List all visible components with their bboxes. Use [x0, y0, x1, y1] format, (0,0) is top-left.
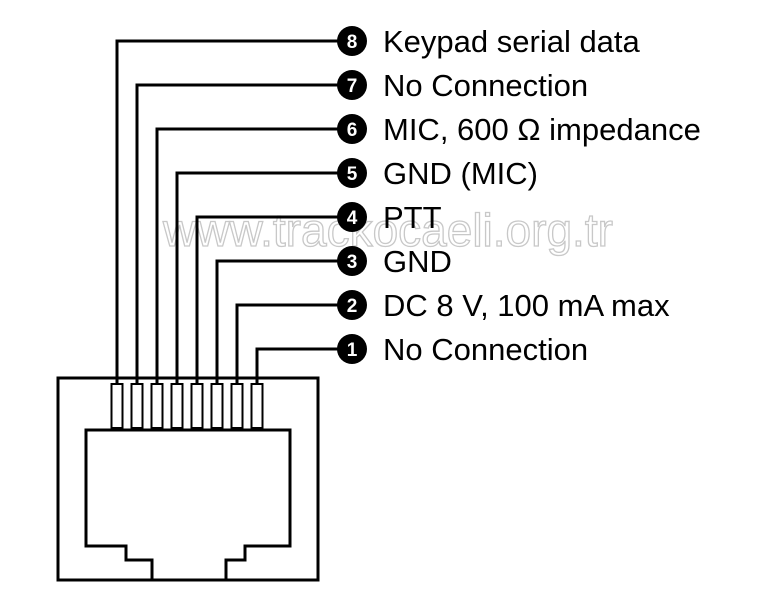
pin-1-number: 1 [347, 340, 358, 361]
pin-4-badge [337, 202, 367, 232]
pin-2-number: 2 [347, 296, 358, 317]
pin-3-number: 3 [347, 252, 358, 273]
pin-5-label: GND (MIC) [383, 156, 538, 191]
wire-pin-6 [155, 127, 352, 384]
pin-6-label: MIC, 600 Ω impedance [383, 112, 701, 147]
pin-2-badge [337, 290, 367, 320]
pin-4-label: PTT [383, 200, 442, 235]
wire-pin-7 [135, 83, 352, 384]
pin-5-badge [337, 158, 367, 188]
pin-8-label: Keypad serial data [383, 24, 641, 59]
contact-pin-8 [110, 383, 124, 429]
contact-pin-4 [190, 383, 204, 429]
contact-pin-1 [250, 383, 264, 429]
pin-8-number: 8 [347, 32, 358, 53]
wire-pin-2 [235, 303, 352, 384]
contact-pin-2 [230, 383, 244, 429]
contact-pin-5 [170, 383, 184, 429]
pin-7-number: 7 [347, 76, 358, 97]
callouts-group: 1 No Connection 2 DC 8 V, 100 mA max 3 GND 4 PT… [337, 24, 701, 367]
pin-2-label: DC 8 V, 100 mA max [383, 288, 670, 323]
pin-7-badge [337, 70, 367, 100]
contact-pin-6 [150, 383, 164, 429]
wires-group [115, 39, 352, 384]
contact-pin-3 [210, 383, 224, 429]
pin-4-number: 4 [347, 208, 358, 229]
pin-8-badge [337, 26, 367, 56]
pin-5-number: 5 [347, 164, 358, 185]
jack-opening [84, 428, 292, 582]
pin-6-number: 6 [347, 120, 358, 141]
contacts-group [110, 383, 264, 429]
pin-7-label: No Connection [383, 68, 588, 103]
wire-pin-8 [115, 39, 352, 384]
pin-3-label: GND [383, 244, 452, 279]
contact-pin-7 [130, 383, 144, 429]
wire-pin-5 [175, 171, 352, 384]
pin-1-badge [337, 334, 367, 364]
wire-pin-1 [255, 347, 352, 384]
pin-3-badge [337, 246, 367, 276]
pin-1-label: No Connection [383, 332, 588, 367]
wire-pin-4 [195, 215, 352, 384]
watermark-text: www.trackocaeli.org.tr [162, 204, 613, 256]
wire-pin-3 [215, 259, 352, 384]
pin-6-badge [337, 114, 367, 144]
